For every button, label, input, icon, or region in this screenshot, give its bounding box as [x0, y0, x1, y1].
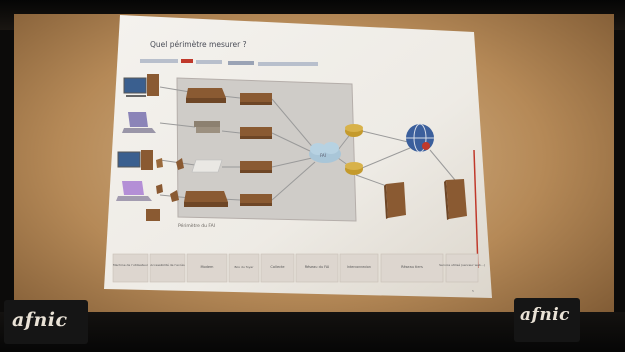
user-devices — [116, 74, 184, 221]
logo-text: afnic — [12, 309, 68, 331]
chain-step: Machine de l'utilisateur — [112, 253, 149, 283]
internet-globe-icon — [406, 123, 434, 153]
title-progress-bar — [140, 59, 318, 66]
svg-text:Réseau du FAI: Réseau du FAI — [305, 265, 330, 269]
server-icon — [384, 182, 406, 219]
access-equipment — [184, 88, 228, 207]
chain-step: Collecte — [260, 253, 295, 283]
svg-text:Réseau tiers: Réseau tiers — [401, 265, 423, 269]
router-icon — [240, 93, 272, 105]
cloud-label: FAI — [320, 153, 326, 158]
interconnection-router-icon — [345, 162, 363, 175]
svg-text:Service utilisé (serveur web..: Service utilisé (serveur web...) — [439, 263, 485, 267]
afnic-logo-left: afnic — [4, 300, 88, 344]
svg-text:Interconnexion: Interconnexion — [347, 265, 371, 269]
chain-step: Modem — [186, 253, 228, 283]
slide-title: Quel périmètre mesurer ? — [150, 40, 247, 49]
mobile-device-icon — [146, 190, 179, 221]
chain-step: Accessibilité de l'accès — [149, 253, 186, 283]
svg-text:Modem: Modem — [201, 265, 215, 269]
chain-step: Réseau tiers — [380, 253, 444, 283]
desktop-computer-icon — [123, 74, 159, 97]
server-rack-icon — [194, 121, 220, 133]
dslam-icon — [186, 88, 226, 103]
chain-step: Service utilisé (serveur web...) — [439, 253, 485, 283]
svg-text:Collecte: Collecte — [270, 265, 284, 269]
isp-perimeter-box — [176, 77, 357, 222]
afnic-logo-right: afnic — [514, 298, 580, 342]
svg-text:Box du foyer: Box du foyer — [234, 265, 254, 269]
dslam-icon — [184, 191, 228, 207]
router-icon — [240, 161, 272, 173]
modem-icon — [191, 159, 223, 173]
laptop-icon — [116, 181, 163, 201]
router-icon — [240, 127, 272, 139]
interconnection-router-icon — [345, 124, 363, 137]
logo-text: afnic — [520, 305, 570, 325]
slide-page-number: 5 — [472, 289, 474, 293]
svg-text:Accessibilité de l'accès: Accessibilité de l'accès — [150, 263, 185, 267]
laptop-icon — [122, 112, 156, 133]
scope-marker-line — [473, 149, 479, 269]
desktop-computer-icon — [117, 150, 184, 170]
isp-cloud-icon: FAI — [309, 142, 341, 163]
measurement-chain: Machine de l'utilisateur Accessibilité d… — [112, 253, 485, 283]
svg-text:Machine de l'utilisateur: Machine de l'utilisateur — [113, 263, 149, 267]
chain-step: Réseau du FAI — [295, 253, 339, 283]
chain-step: Interconnexion — [339, 253, 379, 283]
collection-routers — [240, 93, 272, 206]
chain-step: Box du foyer — [228, 253, 260, 283]
router-icon — [240, 194, 272, 206]
server-icon — [444, 179, 467, 220]
perimeter-label: Périmètre du FAI — [178, 222, 215, 229]
